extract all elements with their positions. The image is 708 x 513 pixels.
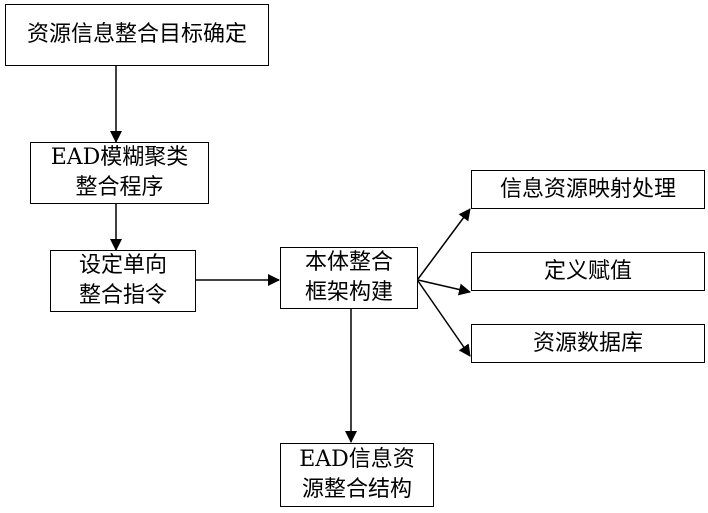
edge-ontology-to-assign — [417, 279, 471, 296]
node-ontology-framework-line-1: 本体整合 — [304, 250, 393, 275]
edge-ontology-to-database — [417, 280, 471, 357]
node-integration-structure-line-2: 源整合结构 — [301, 477, 412, 502]
node-integration-structure-line-1: EAD信息资 — [299, 447, 415, 472]
edge-ontology-to-mapping — [417, 208, 471, 280]
node-goal-line-1: 资源信息整合目标确定 — [26, 22, 247, 47]
node-resource-mapping-line-1: 信息资源映射处理 — [499, 176, 676, 202]
node-set-directive-line-2: 整合指令 — [78, 283, 167, 308]
node-goal: 资源信息整合目标确定 — [5, 4, 269, 66]
node-define-assign-line-1: 定义赋值 — [543, 258, 632, 284]
node-define-assign: 定义赋值 — [471, 252, 705, 291]
node-ontology-framework: 本体整合 框架构建 — [280, 247, 418, 309]
node-fuzzy-clustering-line-2: 整合程序 — [75, 175, 164, 200]
node-resource-mapping: 信息资源映射处理 — [471, 170, 705, 209]
node-resource-database: 资源数据库 — [471, 324, 705, 363]
node-set-directive: 设定单向 整合指令 — [50, 250, 196, 312]
node-fuzzy-clustering: EAD模糊聚类 整合程序 — [30, 142, 209, 204]
node-integration-structure: EAD信息资 源整合结构 — [280, 443, 434, 507]
node-fuzzy-clustering-line-1: EAD模糊聚类 — [50, 145, 189, 170]
node-set-directive-line-1: 设定单向 — [78, 253, 167, 278]
node-ontology-framework-line-2: 框架构建 — [304, 280, 393, 305]
node-resource-database-line-1: 资源数据库 — [532, 330, 643, 356]
